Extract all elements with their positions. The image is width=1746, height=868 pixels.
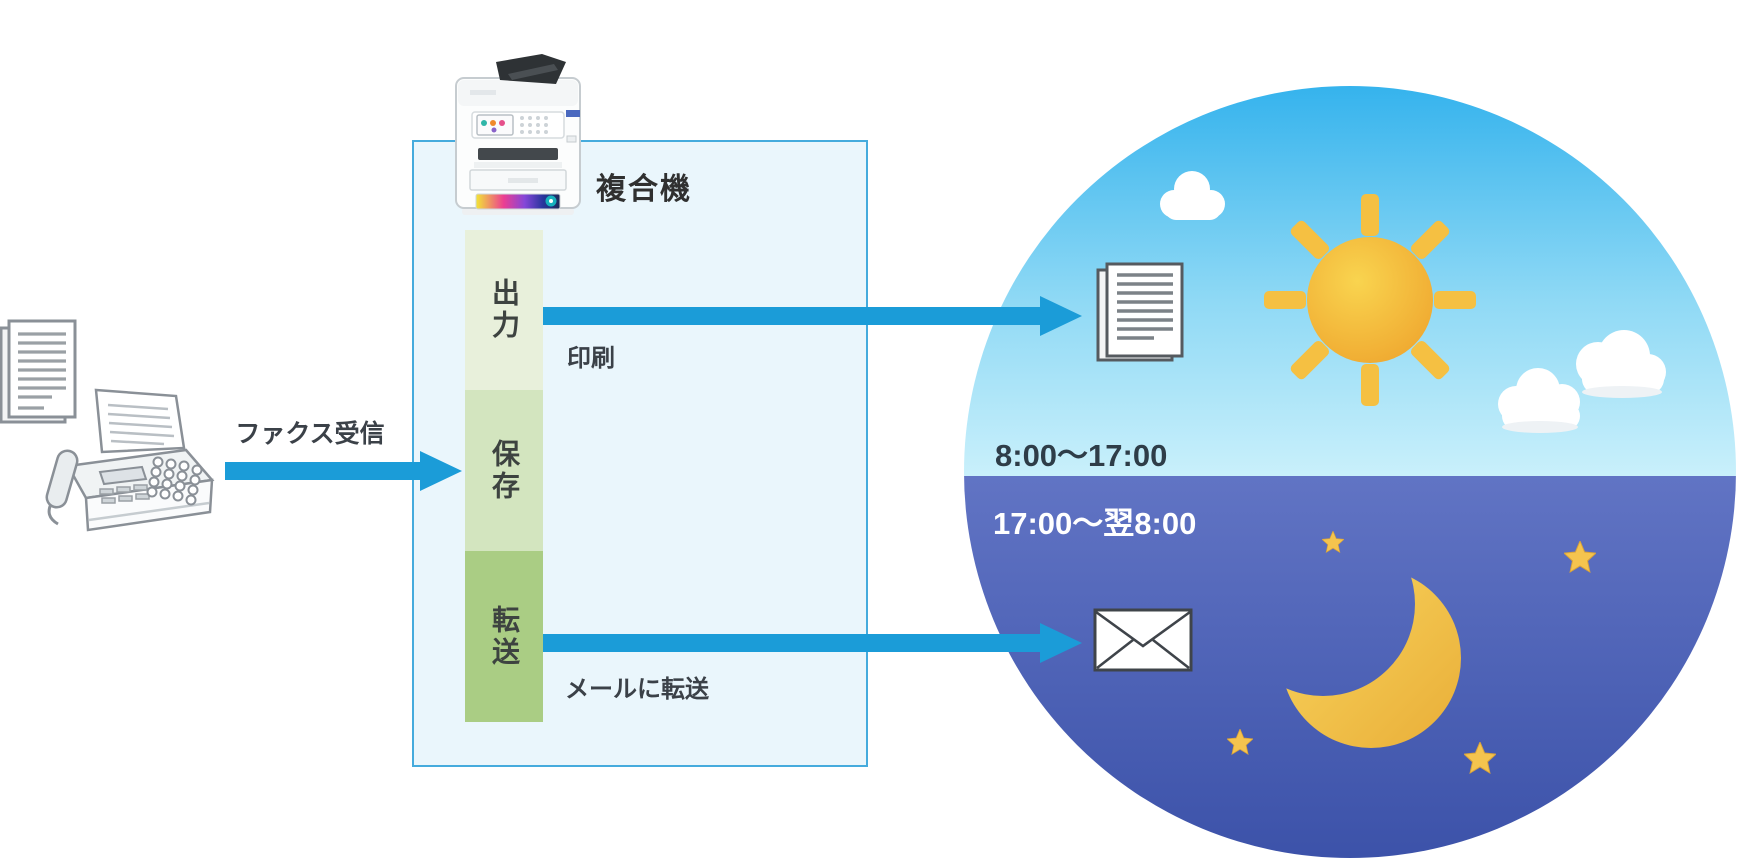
segment-save: 保存 [465, 390, 543, 551]
mfp-title: 複合機 [596, 173, 692, 206]
night-hours-label: 17:00〜翌8:00 [993, 506, 1197, 541]
sun-icon [1264, 194, 1476, 406]
segment-output: 出力 [465, 230, 543, 390]
star-icon [1227, 729, 1253, 755]
envelope-icon [1093, 608, 1193, 672]
star-icon [1322, 531, 1344, 553]
forward-arrow [543, 623, 1082, 663]
document-stack-icon [0, 319, 77, 424]
forward-mail-label: メールに転送 [565, 676, 709, 703]
moon-icon [1285, 568, 1461, 748]
fax-machine-icon [45, 388, 215, 532]
cloud-icon [1160, 171, 1225, 220]
print-arrow [543, 296, 1082, 336]
star-icon [1564, 541, 1596, 573]
print-label: 印刷 [567, 345, 615, 372]
document-icon [1096, 262, 1184, 362]
fax-to-mfp-arrow [225, 451, 462, 491]
printer-icon [455, 54, 581, 215]
day-night-circle: 8:00〜17:00 17:00〜翌8:00 [964, 86, 1736, 858]
fax-receive-label: ファクス受信 [235, 420, 385, 448]
day-hours-label: 8:00〜17:00 [995, 438, 1168, 473]
clouds-icon [1498, 330, 1666, 433]
star-icon [1464, 742, 1496, 774]
segment-forward: 転送 [465, 551, 543, 722]
